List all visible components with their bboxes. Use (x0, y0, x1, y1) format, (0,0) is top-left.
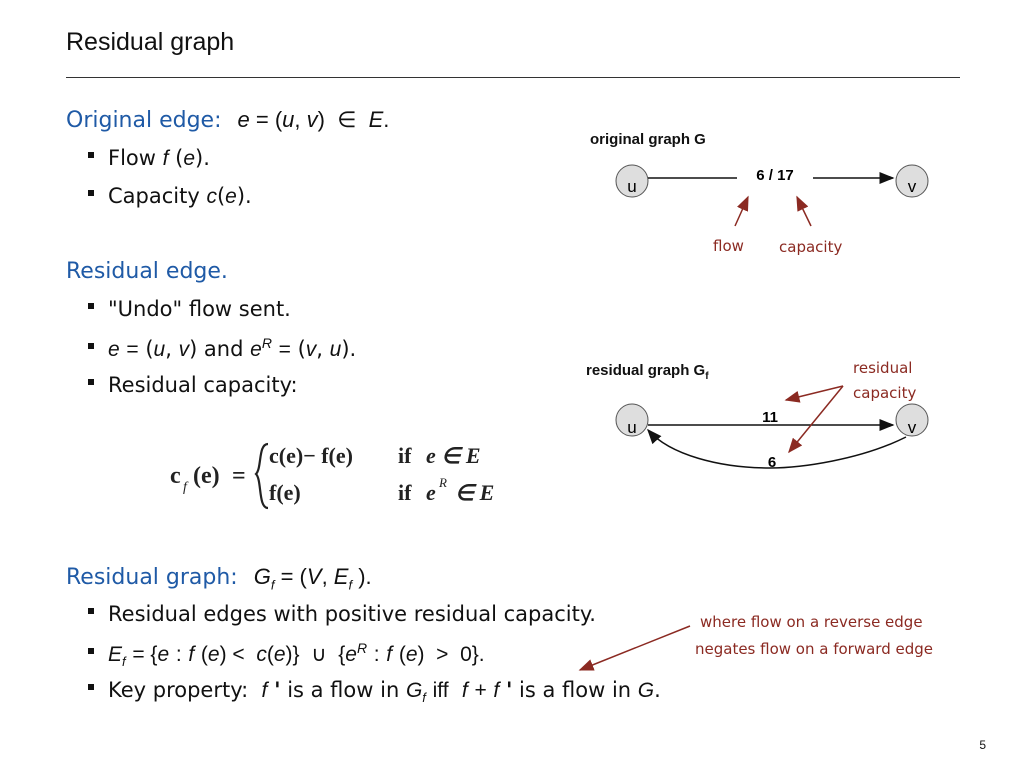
capacity-pointer-arrow (796, 195, 812, 227)
residual-graph-heading-text: Residual graph: (66, 565, 238, 590)
bullet-positive-capacity: Residual edges with positive residual ca… (88, 602, 596, 626)
flow-pointer-arrow (734, 195, 749, 227)
residual-reverse-label: 6 (768, 454, 776, 471)
original-node-u (615, 164, 649, 198)
slide-title: Residual graph (66, 28, 235, 56)
flow-annotation: flow (713, 237, 744, 255)
capacity-annotation: capacity (779, 238, 843, 256)
bullet-residual-capacity-text: Residual capacity: (108, 373, 298, 397)
formula-lhs-arg: (e) (193, 463, 220, 489)
bullet-residual-capacity: Residual capacity: (88, 373, 298, 397)
original-node-v-label: v (908, 177, 917, 196)
original-node-v (895, 164, 929, 198)
residual-graph-label: residual graph Gf (586, 362, 709, 382)
bullet-marker (88, 190, 94, 196)
residual-cap-forward-arrow (784, 385, 844, 403)
formula-case1-cond: e ∈ E (426, 443, 481, 468)
residual-capacity-annotation-line1: residual (853, 359, 913, 377)
residual-node-v-label: v (908, 418, 917, 437)
formula-case2-sup: R (438, 475, 447, 490)
residual-cap-reverse-arrow (788, 385, 844, 454)
residual-forward-label: 11 (762, 409, 778, 426)
formula-case2-cond: ∈ E (455, 480, 494, 505)
formula-case2-expr: f(e) (269, 480, 301, 505)
formula-equals: = (232, 463, 246, 489)
residual-graph-label-sub: f (705, 371, 709, 382)
note-line1: where flow on a reverse edge (700, 613, 923, 631)
formula-lhs-sub: f (183, 480, 189, 495)
formula-case1-expr: c(e)− f(e) (269, 443, 353, 468)
residual-graph-heading: Residual graph: Gf = (V, Ef ). (66, 564, 372, 592)
bullet-edge-set: Ef = {e : f (e) < c(e)} ∪ {eR : f (e) > … (88, 640, 485, 669)
bullet-undo-flow: "Undo" flow sent. (88, 297, 291, 321)
residual-node-u-label: u (627, 418, 636, 437)
residual-reverse-edge (647, 428, 907, 469)
bullet-key-property: Key property: f ' is a flow in Gf iff f … (88, 678, 661, 705)
formula-case2-if: if (398, 480, 412, 505)
residual-node-u (615, 403, 649, 437)
formula-brace (254, 442, 269, 510)
original-edge-label: 6 / 17 (756, 167, 794, 184)
bullet-marker (88, 379, 94, 385)
residual-graph-label-text: residual graph G (586, 362, 706, 379)
bullet-marker (88, 648, 94, 654)
original-graph-label: original graph G (590, 131, 706, 148)
residual-edge-heading: Residual edge. (66, 259, 228, 284)
bullet-marker (88, 608, 94, 614)
bullet-marker (88, 152, 94, 158)
bullet-marker (88, 684, 94, 690)
residual-graph-math: Gf = (V, Ef ). (253, 564, 372, 593)
bullet-flow: Flow f (e). (88, 146, 210, 171)
title-divider (66, 77, 960, 78)
bullet-reverse-edge: e = (u, v) and eR = (v, u). (88, 335, 356, 362)
bullet-marker (88, 343, 94, 349)
note-line2: negates flow on a forward edge (695, 640, 933, 658)
note-pointer-arrow (578, 625, 691, 671)
bullet-positive-capacity-text: Residual edges with positive residual ca… (108, 602, 596, 626)
original-edge-math: e = (u, v) ∈ E. (237, 107, 390, 132)
bullet-undo-flow-text: "Undo" flow sent. (108, 297, 291, 321)
bullet-capacity: Capacity c(e). (88, 184, 252, 209)
residual-capacity-annotation-line2: capacity (853, 384, 917, 402)
residual-edge-heading-text: Residual edge. (66, 259, 228, 284)
residual-node-v (895, 403, 929, 437)
original-edge-heading: Original edge: e = (u, v) ∈ E. (66, 107, 389, 133)
formula-lhs: c (170, 463, 181, 489)
formula-case2-e: e (426, 480, 436, 505)
formula-case1-if: if (398, 443, 412, 468)
bullet-marker (88, 303, 94, 309)
original-node-u-label: u (627, 177, 636, 196)
page-number: 5 (979, 738, 986, 752)
original-edge-heading-text: Original edge: (66, 108, 222, 133)
